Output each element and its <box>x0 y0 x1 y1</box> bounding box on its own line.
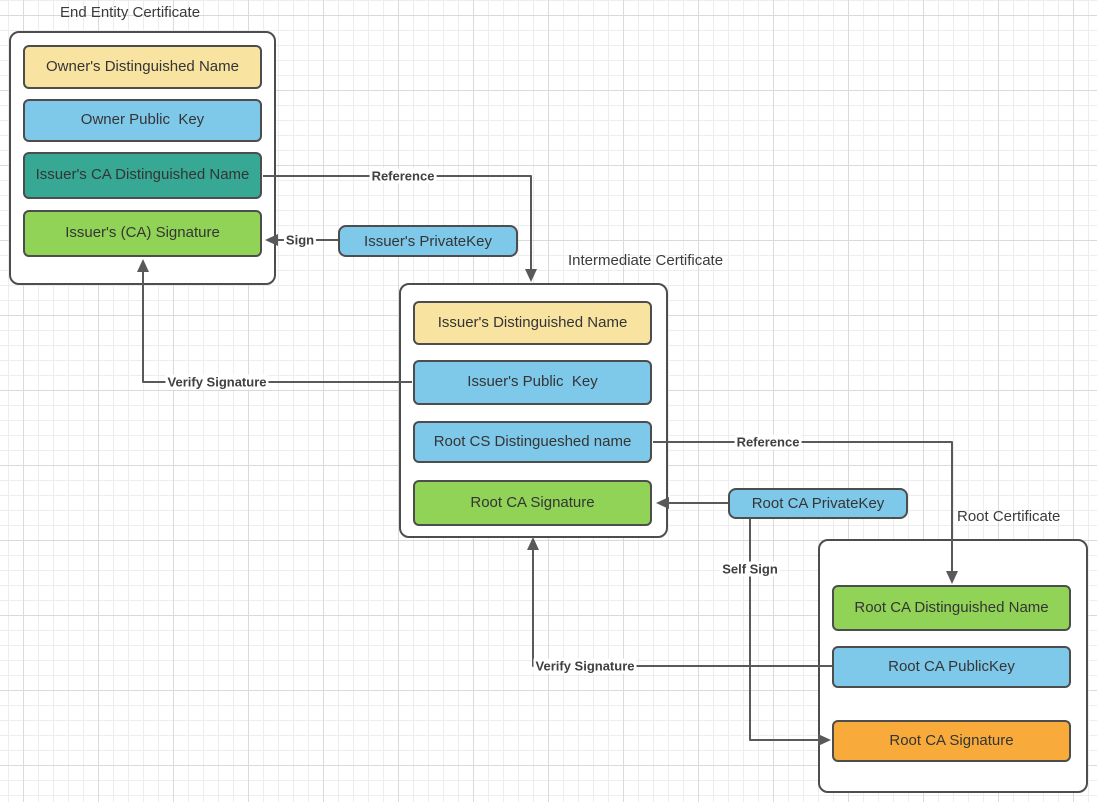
label-reference-2: Reference <box>734 434 802 450</box>
connector-verify-signature-2 <box>532 550 832 667</box>
field-issuers-ca-distinguished-name: Issuer's CA Distinguished Name <box>23 152 262 199</box>
arrowhead-up-icon <box>527 537 539 550</box>
field-root-ca-publickey: Root CA PublicKey <box>832 646 1071 688</box>
arrowhead-down-icon <box>525 269 537 282</box>
connector-self-sign <box>749 519 818 741</box>
field-issuers-public-key: Issuer's Public Key <box>413 360 652 405</box>
label-self-sign: Self Sign <box>720 561 780 577</box>
root-ca-privatekey-box: Root CA PrivateKey <box>728 488 908 519</box>
connector-verify-signature-1 <box>142 272 412 383</box>
field-root-ca-signature-root: Root CA Signature <box>832 720 1071 762</box>
field-issuers-ca-signature: Issuer's (CA) Signature <box>23 210 262 257</box>
intermediate-certificate-title: Intermediate Certificate <box>568 252 724 269</box>
field-root-ca-signature-intermediate: Root CA Signature <box>413 480 652 526</box>
end-entity-certificate-title: End Entity Certificate <box>59 4 201 21</box>
field-issuers-distinguished-name: Issuer's Distinguished Name <box>413 301 652 345</box>
label-verify-signature-2: Verify Signature <box>533 658 637 674</box>
field-owners-distinguished-name: Owner's Distinguished Name <box>23 45 262 89</box>
root-certificate-title: Root Certificate <box>957 508 1061 525</box>
field-owner-public-key: Owner Public Key <box>23 99 262 142</box>
issuers-privatekey-box: Issuer's PrivateKey <box>338 225 518 257</box>
field-root-cs-distingueshed-name: Root CS Distingueshed name <box>413 421 652 463</box>
label-sign: Sign <box>283 232 317 248</box>
field-root-ca-distinguished-name: Root CA Distinguished Name <box>832 585 1071 631</box>
label-reference-1: Reference <box>369 168 437 184</box>
label-verify-signature-1: Verify Signature <box>165 374 269 390</box>
